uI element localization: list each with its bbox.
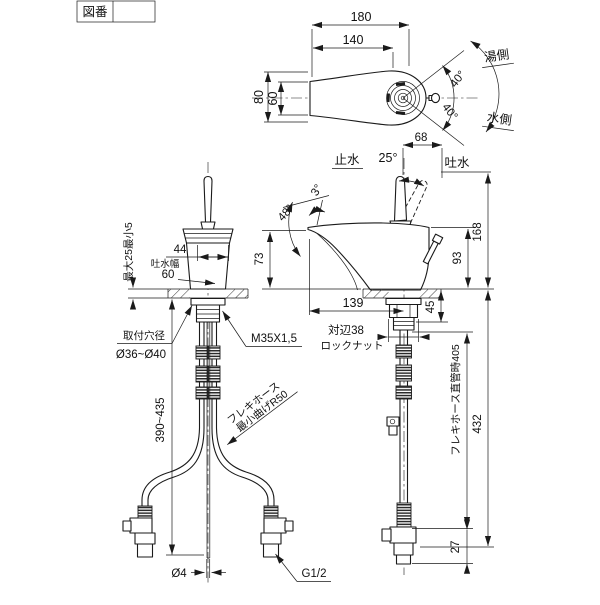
- lever-side: [393, 175, 408, 222]
- washer-side: [385, 297, 422, 306]
- dim-27: 27: [450, 541, 462, 554]
- pop-up-rod-front: [206, 322, 211, 559]
- angle-40-hot: 40°: [448, 69, 468, 90]
- dim-68: 68: [415, 132, 428, 144]
- angle-40-cold: 40°: [439, 101, 459, 122]
- deck-thickness-label: 最大25最小5: [122, 222, 135, 282]
- rod-dia: Ø4: [171, 568, 187, 580]
- flex-hose-side: [386, 329, 412, 504]
- dim-60-front: 60: [162, 269, 175, 281]
- dim-432: 432: [472, 414, 484, 433]
- dim-168: 168: [472, 222, 484, 241]
- dim-140: 140: [343, 33, 364, 47]
- dim-80: 80: [252, 90, 266, 104]
- body-front: [185, 242, 231, 290]
- side-view: 68 止水 25° 吐水 3° 48° 73 93 168 139 4: [254, 132, 494, 575]
- title-block-label: 図番: [82, 5, 108, 19]
- angle-48: 48°: [276, 203, 297, 224]
- body-side: [307, 222, 430, 291]
- thread-spec: M35X1,5: [251, 333, 297, 345]
- dim-180: 180: [351, 10, 372, 24]
- lock-nut-label: ロックナット: [321, 340, 384, 352]
- hose-connector-right: [260, 505, 294, 558]
- body-cap-front: [182, 228, 234, 244]
- hose-length-range: 390~435: [155, 397, 167, 442]
- flex-hoses-front: [141, 321, 275, 507]
- cartridge-circles: [386, 81, 420, 115]
- discharge-label: 吐水: [444, 156, 470, 170]
- hot-side-label: 湯側: [483, 47, 510, 64]
- mount-hole-dia: Ø36~Ø40: [116, 349, 166, 361]
- temperature-knob: [425, 92, 441, 104]
- mount-hole-label: 取付穴径: [123, 329, 165, 342]
- counter-deck-front: [128, 288, 249, 299]
- angle-25: 25°: [379, 151, 398, 165]
- title-block: 図番: [76, 0, 156, 23]
- dim-73: 73: [254, 253, 266, 266]
- top-view: 180 140 80 60 40° 40° 湯側 水側: [252, 10, 514, 146]
- dim-44: 44: [174, 244, 187, 256]
- pop-up-knob-side: [422, 233, 444, 265]
- hose-connector-side: [381, 502, 417, 565]
- front-view: 44 吐水幅 60 最大25最小5 取付穴径 Ø36~Ø40 M35X1,5 3…: [116, 162, 331, 585]
- dim-45: 45: [425, 301, 437, 314]
- cold-side-label: 水側: [486, 110, 513, 127]
- dim-139: 139: [343, 296, 364, 310]
- connector-thread: G1/2: [302, 568, 327, 580]
- hose-clip: [386, 416, 400, 427]
- shank-side: [392, 316, 415, 331]
- stop-label: 止水: [334, 153, 360, 167]
- mount-flange-front: [190, 297, 226, 306]
- threaded-shank-front: [195, 304, 221, 323]
- flex-hose-note: フレキホース 最小曲げR50: [225, 380, 298, 445]
- dim-60-top: 60: [266, 92, 280, 106]
- hose-straight-label: フレキホース直管時405: [449, 344, 462, 456]
- faucet-body-plan: [309, 70, 427, 126]
- dim-93: 93: [452, 252, 464, 265]
- hose-connector-left: [122, 505, 156, 558]
- hot-side-group: 湯側: [482, 47, 514, 69]
- spout-width-label: 吐水幅: [151, 258, 180, 270]
- lever-front: [203, 175, 213, 223]
- cold-side-group: 水側: [482, 110, 514, 132]
- across-flats: 対辺38: [328, 323, 364, 337]
- angle-3: 3°: [309, 183, 325, 199]
